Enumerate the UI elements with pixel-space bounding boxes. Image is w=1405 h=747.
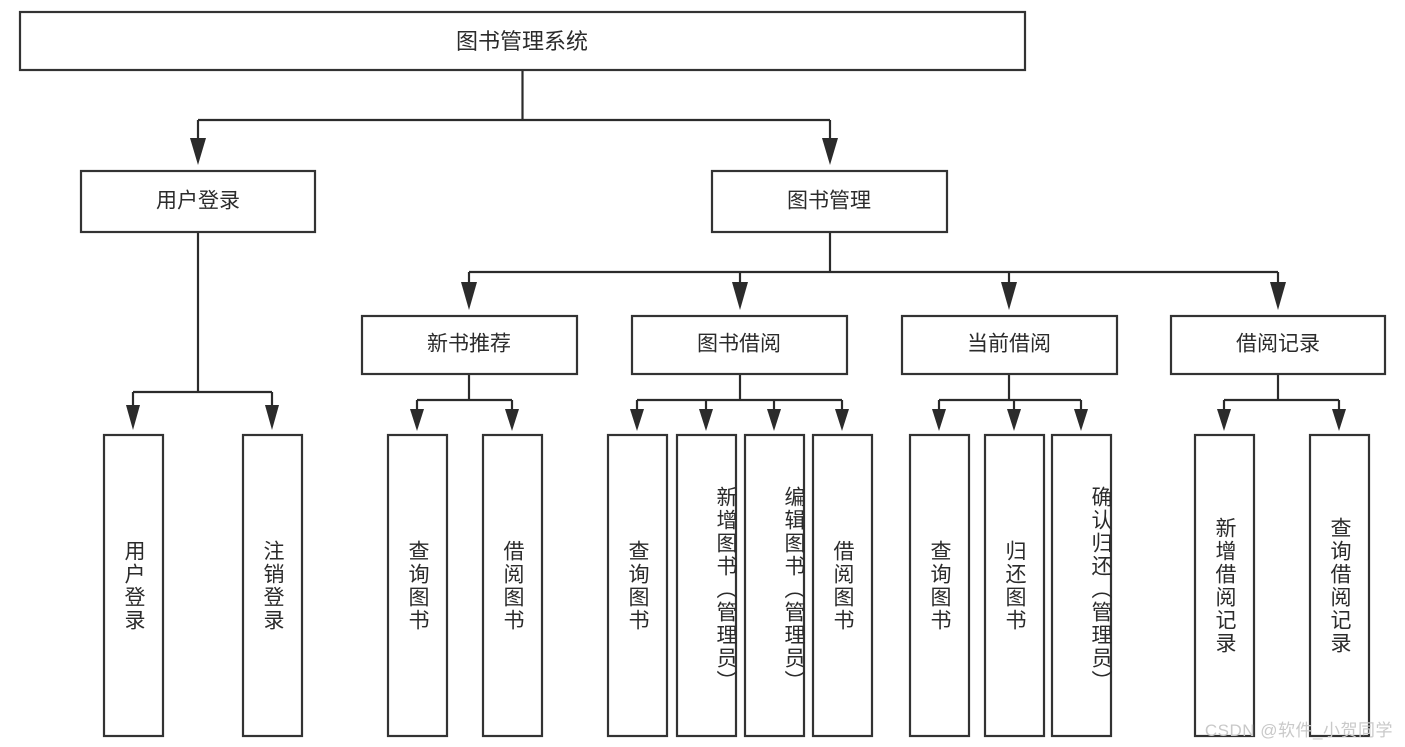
node-box[interactable] <box>18 10 1027 72</box>
node-label: 新书推荐 <box>427 333 511 356</box>
arrow-icon <box>265 405 279 430</box>
leaf-box-query-book-1[interactable] <box>386 433 449 738</box>
leaf-box-logout[interactable] <box>241 433 304 738</box>
node-label: 借阅记录 <box>1236 333 1320 356</box>
node-label: 当前借阅 <box>967 333 1051 356</box>
node-label: 图书管理系统 <box>456 29 588 54</box>
arrow-icon <box>835 409 849 431</box>
connector-booksmgmt-to-level3 <box>461 232 1286 310</box>
node-box[interactable] <box>1169 314 1387 376</box>
arrow-icon <box>932 409 946 431</box>
arrow-icon <box>822 138 838 165</box>
arrow-icon <box>732 282 748 310</box>
arrow-icon <box>1217 409 1231 431</box>
leaf-boxes <box>102 433 1371 738</box>
node-user-login[interactable]: 用户登录 <box>79 169 317 234</box>
arrow-icon <box>1332 409 1346 431</box>
node-current-borrow[interactable]: 当前借阅 <box>900 314 1119 376</box>
node-book-borrow[interactable]: 图书借阅 <box>630 314 849 376</box>
leaf-box-edit-book[interactable] <box>743 433 806 738</box>
leaf-box-query-book-3[interactable] <box>908 433 971 738</box>
connector-userlogin-to-leaves <box>126 232 279 430</box>
arrow-icon <box>461 282 477 310</box>
arrow-icon <box>1270 282 1286 310</box>
arrow-icon <box>630 409 644 431</box>
leaf-box-add-book[interactable] <box>675 433 738 738</box>
node-new-book-recommend[interactable]: 新书推荐 <box>360 314 579 376</box>
node-box[interactable] <box>79 169 317 234</box>
node-box[interactable] <box>710 169 949 234</box>
leaf-box-confirm-return[interactable] <box>1050 433 1113 738</box>
leaf-box-user-login[interactable] <box>102 433 165 738</box>
node-box[interactable] <box>360 314 579 376</box>
arrow-icon <box>190 138 206 165</box>
leaf-box-borrow-book-2[interactable] <box>811 433 874 738</box>
connector-root-to-level2 <box>190 70 838 165</box>
node-box[interactable] <box>630 314 849 376</box>
leaf-box-add-record[interactable] <box>1193 433 1256 738</box>
watermark-text: CSDN @软件_小贺同学 <box>1204 721 1393 740</box>
arrow-icon <box>1007 409 1021 431</box>
node-label: 图书借阅 <box>697 333 781 356</box>
arrow-icon <box>410 409 424 431</box>
node-borrow-record[interactable]: 借阅记录 <box>1169 314 1387 376</box>
arrow-icon <box>126 405 140 430</box>
node-root[interactable]: 图书管理系统 <box>18 10 1027 72</box>
node-box[interactable] <box>900 314 1119 376</box>
node-label: 用户登录 <box>156 190 240 213</box>
arrow-icon <box>1074 409 1088 431</box>
leaf-box-borrow-book-1[interactable] <box>481 433 544 738</box>
connector-newbook-to-leaves <box>410 375 519 431</box>
node-label: 图书管理 <box>787 190 871 213</box>
connector-bookborrow-to-leaves <box>630 375 849 431</box>
leaf-box-query-book-2[interactable] <box>606 433 669 738</box>
arrow-icon <box>767 409 781 431</box>
node-book-management[interactable]: 图书管理 <box>710 169 949 234</box>
leaf-box-return-book[interactable] <box>983 433 1046 738</box>
arrow-icon <box>1001 282 1017 310</box>
arrow-icon <box>505 409 519 431</box>
leaf-box-query-record[interactable] <box>1308 433 1371 738</box>
connector-borrowrecord-to-leaves <box>1217 375 1346 431</box>
arrow-icon <box>699 409 713 431</box>
connector-currentborrow-to-leaves <box>932 375 1088 431</box>
